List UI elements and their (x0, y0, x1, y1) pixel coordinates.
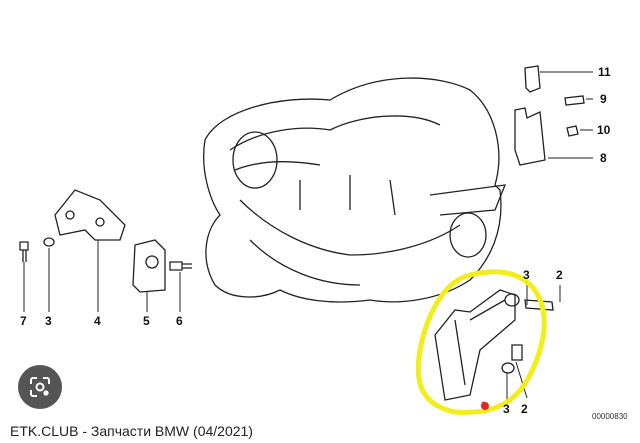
part-label-7: 7 (20, 314, 27, 328)
part-label-3-left: 3 (45, 314, 52, 328)
part-label-2-top: 2 (556, 268, 563, 282)
drawing-code: 00000830 (592, 412, 628, 421)
part-label-3-bottom: 3 (503, 402, 510, 416)
nut-10-drawing (566, 125, 579, 137)
part-label-11: 11 (598, 65, 611, 79)
plate-5-drawing (132, 239, 166, 293)
bolt-9-drawing (564, 95, 585, 106)
part-label-3-top: 3 (523, 268, 530, 282)
part-label-2-bottom: 2 (521, 402, 528, 416)
bracket-1-drawing (434, 289, 520, 401)
part-label-1: 1 (481, 400, 487, 410)
washer-3-right-drawing (501, 362, 515, 374)
bolt-2-drawing (511, 299, 554, 361)
cover-8-drawing (514, 107, 546, 166)
red-marker (481, 402, 489, 410)
part-label-4: 4 (94, 314, 101, 328)
google-lens-icon (30, 377, 50, 397)
part-label-10: 10 (597, 123, 611, 137)
part-label-5: 5 (143, 314, 150, 328)
intake-manifold-drawing (203, 77, 507, 303)
part-label-8: 8 (600, 151, 607, 165)
part-label-9: 9 (600, 92, 607, 106)
clip-11-drawing (524, 65, 541, 93)
washer-3-left-drawing (43, 237, 55, 247)
google-lens-button[interactable] (18, 365, 62, 409)
leader-lines (23, 71, 593, 400)
bolt-6-drawing (169, 261, 192, 271)
highlight-circle (415, 269, 547, 415)
part-label-6: 6 (176, 314, 183, 328)
bracket-4-drawing (54, 189, 126, 241)
source-caption: ETK.CLUB - Запчасти BMW (04/2021) (10, 423, 253, 439)
bolt-7-drawing (19, 241, 29, 262)
